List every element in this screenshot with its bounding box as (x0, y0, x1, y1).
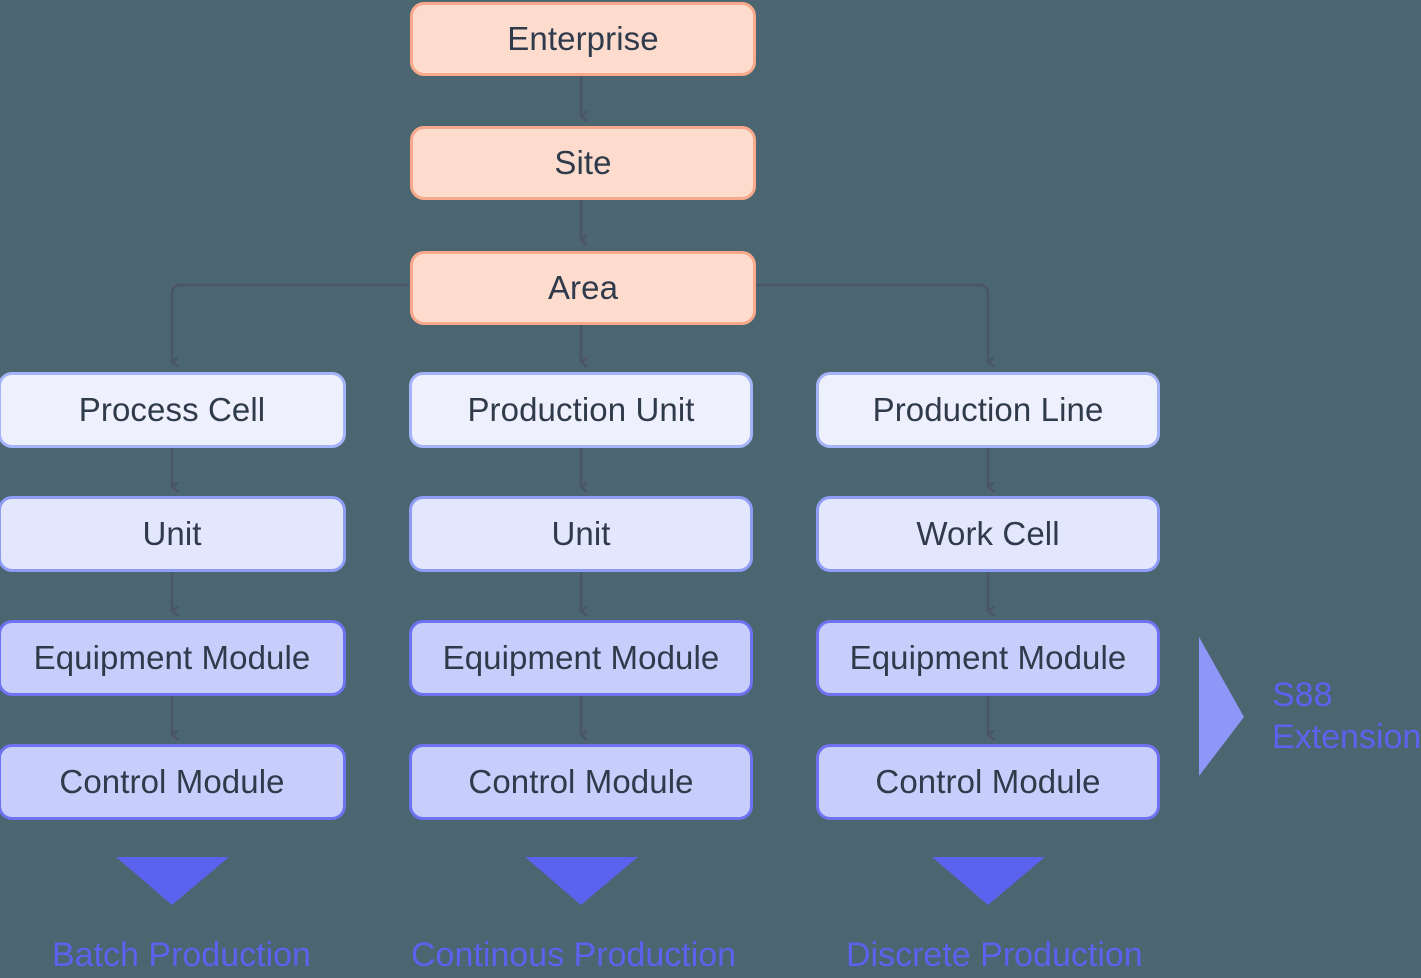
node-area[interactable]: Area (410, 251, 756, 325)
node-equipment-module-discrete[interactable]: Equipment Module (816, 620, 1160, 696)
node-equipment-module-batch-label: Equipment Module (33, 638, 311, 676)
node-enterprise[interactable]: Enterprise (410, 2, 756, 76)
s88-extension-line2: Extension (1272, 718, 1421, 757)
outcome-marker-batch (116, 857, 229, 905)
node-control-module-discrete-label: Control Module (875, 762, 1101, 800)
node-equipment-module-continuous[interactable]: Equipment Module (409, 620, 753, 696)
outcome-marker-discrete (932, 857, 1045, 905)
outcome-label-batch: Batch Production (52, 936, 311, 974)
s88-extension-marker (1199, 637, 1244, 776)
node-production-unit-label: Production Unit (467, 390, 695, 428)
node-site[interactable]: Site (410, 126, 756, 200)
node-unit-batch[interactable]: Unit (0, 496, 346, 572)
node-control-module-batch-label: Control Module (59, 762, 285, 800)
s88-extension-annotation: S88 Extension (1272, 674, 1421, 758)
connector-area-process-cell (170, 283, 410, 362)
node-equipment-module-discrete-label: Equipment Module (849, 638, 1127, 676)
node-work-cell[interactable]: Work Cell (816, 496, 1160, 572)
node-control-module-continuous-label: Control Module (468, 762, 694, 800)
node-process-cell-label: Process Cell (78, 390, 266, 428)
node-area-label: Area (547, 268, 619, 306)
node-production-line[interactable]: Production Line (816, 372, 1160, 448)
outcome-label-discrete: Discrete Production (846, 936, 1143, 974)
node-unit-continuous[interactable]: Unit (409, 496, 753, 572)
node-unit-continuous-label: Unit (551, 514, 611, 552)
node-control-module-batch[interactable]: Control Module (0, 744, 346, 820)
connector-area-production-line (754, 283, 988, 362)
node-unit-batch-label: Unit (142, 514, 202, 552)
node-equipment-module-continuous-label: Equipment Module (442, 638, 720, 676)
node-enterprise-label: Enterprise (507, 19, 659, 57)
node-work-cell-label: Work Cell (916, 514, 1060, 552)
outcome-label-continuous: Continous Production (411, 936, 737, 974)
node-process-cell[interactable]: Process Cell (0, 372, 346, 448)
node-production-line-label: Production Line (872, 390, 1104, 428)
node-control-module-continuous[interactable]: Control Module (409, 744, 753, 820)
node-control-module-discrete[interactable]: Control Module (816, 744, 1160, 820)
outcome-marker-continuous (525, 857, 638, 905)
node-production-unit[interactable]: Production Unit (409, 372, 753, 448)
node-site-label: Site (554, 143, 612, 181)
node-equipment-module-batch[interactable]: Equipment Module (0, 620, 346, 696)
s88-extension-line1: S88 (1272, 676, 1333, 714)
